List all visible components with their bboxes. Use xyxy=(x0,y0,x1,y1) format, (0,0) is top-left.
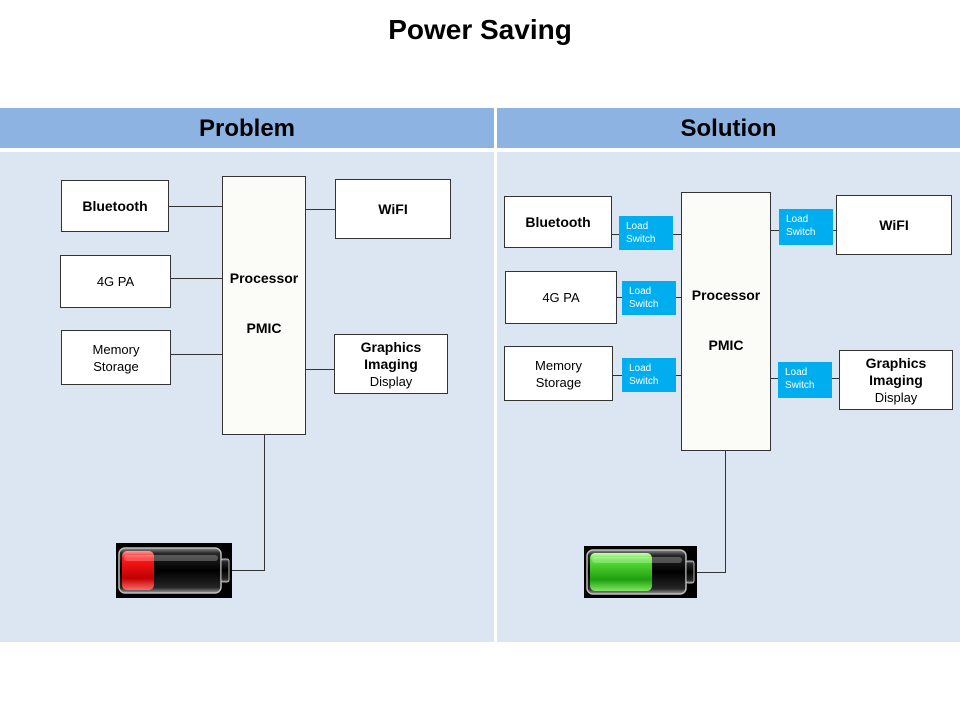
battery-connector-horizontal xyxy=(230,570,265,571)
load-switch-label: Load xyxy=(785,367,808,378)
pa-label: 4G PA xyxy=(96,274,135,289)
solution-header: Solution xyxy=(497,108,960,150)
sol-imaging-label: Imaging xyxy=(869,371,923,388)
sol-graphics-imaging-display-block: Graphics Imaging Display xyxy=(839,350,953,410)
processor-pmic-block: Processor PMIC xyxy=(222,176,306,435)
load-switch-pa: Load Switch xyxy=(622,281,676,315)
bluetooth-connector xyxy=(169,206,222,207)
sol-memory-label: Memory xyxy=(535,357,582,373)
memory-connector xyxy=(170,354,222,355)
graphics-imaging-display-block: Graphics Imaging Display xyxy=(334,334,448,394)
sol-pa-label: 4G PA xyxy=(542,290,580,305)
sol-pmic-label: PMIC xyxy=(708,337,744,353)
bluetooth-label: Bluetooth xyxy=(82,197,148,214)
sol-memory-storage-block: Memory Storage xyxy=(504,346,613,401)
load-switch-label: Load xyxy=(629,363,652,374)
low-battery-icon xyxy=(116,543,232,598)
sol-display-label: Display xyxy=(874,389,918,405)
pmic-label: PMIC xyxy=(246,320,282,336)
graphics-label: Graphics xyxy=(360,338,422,355)
load-switch-bluetooth: Load Switch xyxy=(619,216,673,250)
sol-graphics-label: Graphics xyxy=(865,354,927,371)
page-title: Power Saving xyxy=(388,14,572,45)
load-switch-label: Load xyxy=(786,214,809,225)
sol-wifi-block: WiFI xyxy=(836,195,952,255)
sol-processor-pmic-block: Processor PMIC xyxy=(681,192,771,451)
imaging-label: Imaging xyxy=(364,355,418,372)
sol-wifi-label: WiFI xyxy=(879,216,909,233)
load-switch-label: Load xyxy=(629,286,652,297)
sol-bluetooth-label: Bluetooth xyxy=(525,213,591,230)
sol-battery-connector-horizontal xyxy=(696,572,726,573)
load-switch-wifi: Load Switch xyxy=(779,209,833,245)
load-switch-label: Switch xyxy=(626,234,656,245)
pa-connector xyxy=(170,278,222,279)
problem-header: Problem xyxy=(0,108,494,150)
sol-bluetooth-block: Bluetooth xyxy=(504,196,612,248)
sol-processor-label: Processor xyxy=(691,287,761,303)
memory-label: Memory xyxy=(92,341,140,357)
load-switch-label: Switch xyxy=(785,380,815,391)
column-divider xyxy=(494,108,497,642)
load-switch-label: Switch xyxy=(629,299,659,310)
load-switch-graphics: Load Switch xyxy=(778,362,832,398)
load-switch-label: Switch xyxy=(629,376,659,387)
charged-battery-icon xyxy=(584,546,697,598)
wifi-block: WiFI xyxy=(335,179,451,239)
load-switch-label: Switch xyxy=(786,227,816,238)
display-label: Display xyxy=(369,373,413,389)
wifi-connector xyxy=(305,209,335,210)
wifi-label: WiFI xyxy=(378,200,408,217)
load-switch-label: Load xyxy=(626,221,649,232)
load-switch-memory: Load Switch xyxy=(622,358,676,392)
pa-block: 4G PA xyxy=(60,255,171,308)
sol-pa-block: 4G PA xyxy=(505,271,617,324)
sol-storage-label: Storage xyxy=(535,374,582,390)
battery-connector-vertical xyxy=(264,434,265,571)
processor-label: Processor xyxy=(229,270,299,286)
sol-battery-connector-vertical xyxy=(725,450,726,573)
bluetooth-block: Bluetooth xyxy=(61,180,169,232)
graphics-connector xyxy=(305,369,334,370)
storage-label: Storage xyxy=(93,358,139,374)
memory-storage-block: Memory Storage xyxy=(61,330,171,385)
